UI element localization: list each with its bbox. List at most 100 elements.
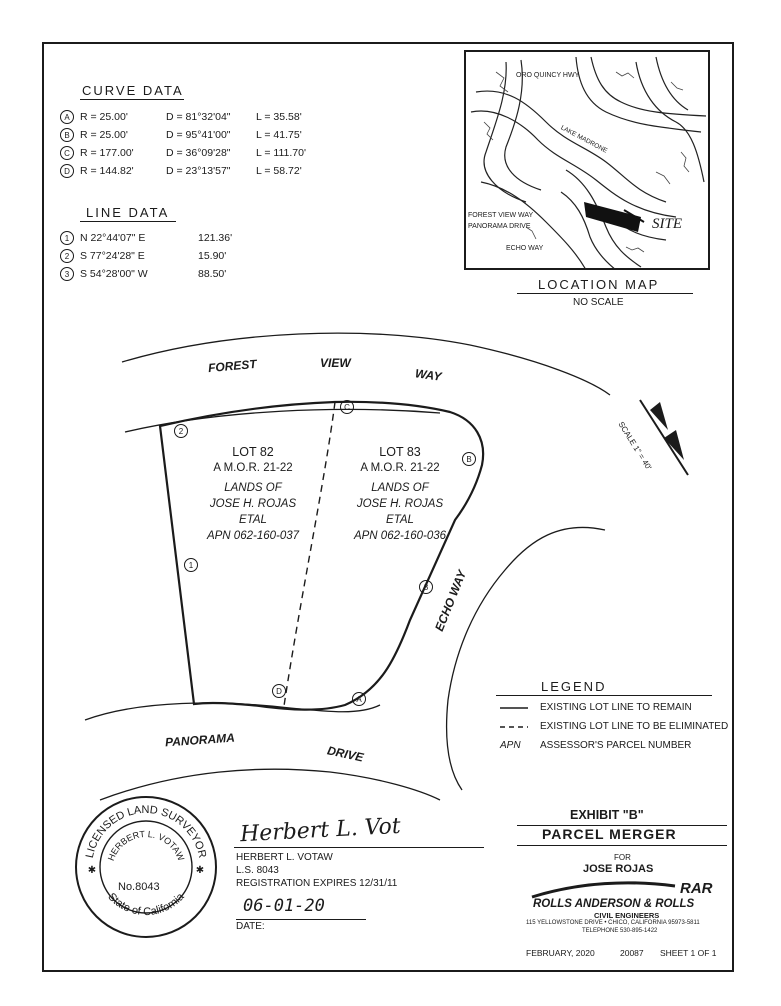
location-map: ORO QUINCY HWY LAKE MADRONE FOREST VIEW … bbox=[464, 50, 710, 270]
curve-data-title: CURVE DATA bbox=[82, 83, 184, 98]
north-arrow-scale bbox=[639, 399, 689, 476]
firm-phone: TELEPHONE 530-895-1422 bbox=[582, 928, 658, 934]
marker-line-2: 2 bbox=[174, 424, 188, 438]
svg-text:State of California: State of California bbox=[105, 890, 187, 918]
street-label-view: VIEW bbox=[320, 356, 351, 370]
legend-item-eliminated: EXISTING LOT LINE TO BE ELIMINATED bbox=[540, 721, 729, 732]
legend-title: LEGEND bbox=[541, 679, 607, 694]
lot-82-label: LOT 82 A M.O.R. 21-22 LANDS OF JOSE H. R… bbox=[193, 444, 313, 544]
firm-subtitle: CIVIL ENGINEERS bbox=[594, 911, 660, 920]
marker-curve-c: C bbox=[340, 400, 354, 414]
legend-underline bbox=[496, 695, 712, 696]
line-distance: 121.36' bbox=[198, 232, 233, 244]
seal-number: No.8043 bbox=[118, 881, 160, 893]
curve-radius: R = 25.00' bbox=[80, 129, 128, 141]
line-row: 3 S 54°28'00" W 88.50' bbox=[60, 265, 232, 283]
lot-name: LOT 83 bbox=[379, 445, 421, 459]
line-id: 1 bbox=[60, 231, 74, 245]
lot-owner-1: LANDS OF bbox=[371, 482, 429, 494]
line-distance: 88.50' bbox=[198, 268, 227, 280]
date-label: DATE: bbox=[236, 921, 265, 932]
location-map-underline bbox=[517, 293, 693, 294]
seal-bottom-text: State of California bbox=[105, 890, 187, 918]
map-label-panorama: PANORAMA DRIVE bbox=[468, 223, 531, 230]
signature-line bbox=[234, 847, 484, 848]
line-id: 2 bbox=[60, 249, 74, 263]
curve-row: B R = 25.00' D = 95°41'00" L = 41.75' bbox=[60, 126, 306, 144]
firm-address: 115 YELLOWSTONE DRIVE • CHICO, CALIFORNI… bbox=[526, 920, 700, 926]
line-data-title: LINE DATA bbox=[86, 205, 170, 220]
line-distance: 15.90' bbox=[198, 250, 227, 262]
curve-radius: R = 144.82' bbox=[80, 165, 134, 177]
svg-text:✱: ✱ bbox=[196, 865, 204, 876]
legend-apn-symbol: APN bbox=[500, 740, 521, 751]
location-map-subtitle: NO SCALE bbox=[573, 297, 624, 308]
lot-apn: APN 062-160-037 bbox=[206, 530, 300, 542]
curve-delta: D = 81°32'04" bbox=[166, 111, 231, 123]
firm-logo-abbr: RAR bbox=[680, 880, 713, 897]
surveyor-details: HERBERT L. VOTAW L.S. 8043 REGISTRATION … bbox=[236, 851, 397, 890]
curve-radius: R = 25.00' bbox=[80, 111, 128, 123]
curve-data-underline bbox=[80, 99, 184, 100]
date-line bbox=[236, 919, 366, 920]
marker-line-3: 3 bbox=[419, 580, 433, 594]
drawing-frame bbox=[42, 42, 734, 972]
panorama-drive-south-edge bbox=[99, 768, 441, 801]
marker-curve-a: A bbox=[352, 692, 366, 706]
line-bearing: S 77°24'28" E bbox=[80, 250, 145, 262]
marker-curve-b: B bbox=[462, 452, 476, 466]
lot-83-label: LOT 83 A M.O.R. 21-22 LANDS OF JOSE H. R… bbox=[340, 444, 460, 544]
line-bearing: S 54°28'00" W bbox=[80, 268, 148, 280]
parcel-merger-title: PARCEL MERGER bbox=[542, 826, 677, 842]
client-name: JOSE ROJAS bbox=[583, 863, 654, 875]
forest-view-way-north-edge bbox=[121, 332, 611, 396]
title-rule-top bbox=[517, 825, 727, 826]
line-bearing: N 22°44'07" E bbox=[80, 232, 146, 244]
site-hatch bbox=[584, 202, 641, 232]
curve-length: L = 111.70' bbox=[256, 147, 306, 159]
for-label: FOR bbox=[614, 853, 631, 862]
marker-line-1: 1 bbox=[184, 558, 198, 572]
lot-boundary bbox=[158, 400, 485, 711]
surveyor-seal: LICENSED LAND SURVEYOR State of Californ… bbox=[72, 793, 220, 941]
lot-ref: A M.O.R. 21-22 bbox=[213, 462, 293, 474]
firm-name: ROLLS ANDERSON & ROLLS bbox=[533, 898, 695, 910]
lot-name: LOT 82 bbox=[232, 445, 274, 459]
marker-curve-d: D bbox=[272, 684, 286, 698]
curve-id: D bbox=[60, 164, 74, 178]
lot-owner-1: LANDS OF bbox=[224, 482, 282, 494]
surveyor-name: HERBERT L. VOTAW bbox=[236, 852, 333, 863]
curve-delta: D = 36°09'28" bbox=[166, 147, 231, 159]
curve-delta: D = 95°41'00" bbox=[166, 129, 231, 141]
lot-apn: APN 062-160-036 bbox=[353, 530, 447, 542]
curve-row: A R = 25.00' D = 81°32'04" L = 35.58' bbox=[60, 108, 306, 126]
lot-owner-2: JOSE H. ROJAS bbox=[356, 498, 444, 510]
lot-ref: A M.O.R. 21-22 bbox=[360, 462, 440, 474]
map-label-forest: FOREST VIEW WAY bbox=[468, 212, 534, 219]
surveyor-registration: REGISTRATION EXPIRES 12/31/11 bbox=[236, 878, 398, 889]
svg-text:HERBERT L. VOTAW: HERBERT L. VOTAW bbox=[106, 829, 187, 863]
line-id: 3 bbox=[60, 267, 74, 281]
panorama-drive-north-edge bbox=[84, 702, 381, 721]
map-label-site: SITE bbox=[652, 216, 682, 232]
eliminated-lot-line bbox=[283, 401, 336, 707]
curve-length: L = 41.75' bbox=[256, 129, 302, 141]
handwritten-date: 06-01-20 bbox=[243, 896, 325, 916]
drawing-date: FEBRUARY, 2020 bbox=[526, 948, 595, 958]
curve-delta: D = 23°13'57" bbox=[166, 165, 231, 177]
curve-radius: R = 177.00' bbox=[80, 147, 134, 159]
surveyor-license: L.S. 8043 bbox=[236, 865, 279, 876]
line-row: 2 S 77°24'28" E 15.90' bbox=[60, 247, 232, 265]
map-label-echo: ECHO WAY bbox=[506, 245, 544, 252]
curve-length: L = 35.58' bbox=[256, 111, 302, 123]
curve-id: B bbox=[60, 128, 74, 142]
job-number: 20087 bbox=[620, 948, 644, 958]
curve-id: A bbox=[60, 110, 74, 124]
line-data-table: 1 N 22°44'07" E 121.36' 2 S 77°24'28" E 15.9… bbox=[60, 229, 232, 283]
legend-item-remain: EXISTING LOT LINE TO REMAIN bbox=[540, 702, 692, 713]
exhibit-label: EXHIBIT "B" bbox=[570, 808, 644, 822]
sheet-number: SHEET 1 OF 1 bbox=[660, 948, 717, 958]
